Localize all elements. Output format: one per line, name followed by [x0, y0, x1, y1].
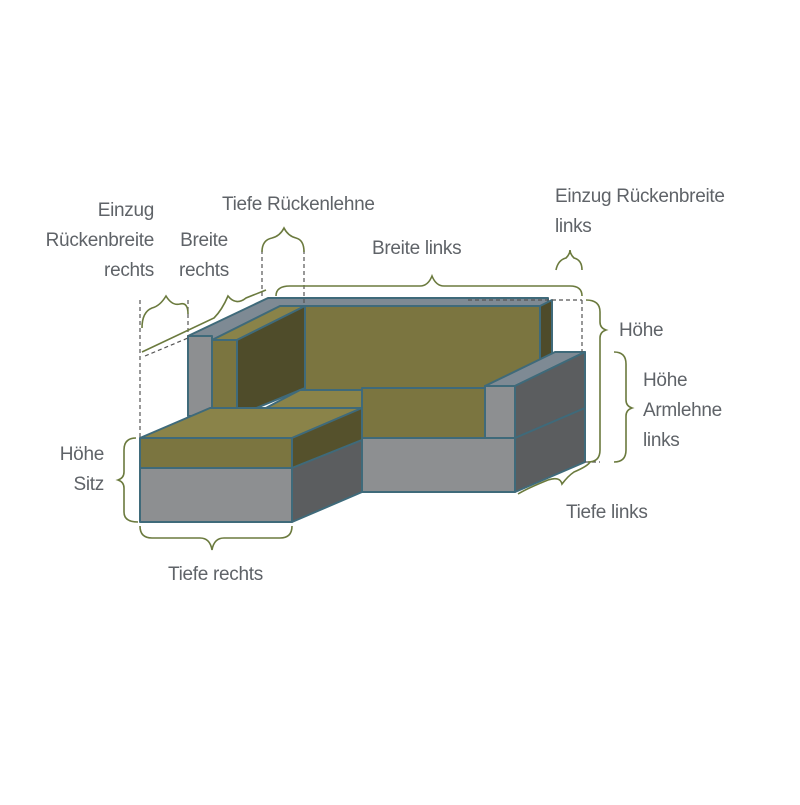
label-line: Sitz	[73, 474, 105, 495]
label-line: links	[643, 430, 680, 451]
label-breite-rechts: Breite rechts	[172, 226, 236, 286]
label-einzug-rueckenbreite-links: Einzug Rückenbreite links	[555, 182, 725, 242]
label-line: Einzug	[97, 200, 155, 221]
label-tiefe-rueckenlehne: Tiefe Rückenlehne	[222, 194, 375, 215]
label-tiefe-rechts: Tiefe rechts	[168, 564, 263, 585]
label-line: rechts	[104, 260, 154, 281]
label-line: Einzug Rückenbreite	[555, 186, 725, 207]
label-line: Armlehne	[643, 400, 722, 421]
label-line: Rückenbreite	[45, 230, 155, 251]
label-line: links	[555, 216, 592, 237]
back-cushion-right-side	[236, 305, 306, 417]
armrest-right-front	[187, 335, 213, 417]
seat-left-front	[361, 387, 486, 439]
label-hoehe-armlehne-links: Höhe Armlehne links	[643, 366, 722, 456]
base-right-front	[139, 467, 293, 523]
label-line: Höhe	[59, 444, 105, 465]
label-tiefe-links: Tiefe links	[566, 502, 648, 523]
base-right-side	[291, 439, 363, 523]
armrest-left-front	[484, 385, 516, 439]
label-hoehe: Höhe	[619, 320, 664, 341]
label-line: Breite	[180, 230, 228, 251]
label-line: rechts	[179, 260, 229, 281]
dimension-brackets	[115, 226, 635, 551]
label-einzug-rueckenbreite-rechts: Einzug Rückenbreite rechts	[40, 196, 155, 286]
seat-right-front	[139, 437, 293, 469]
label-line: Höhe	[643, 370, 688, 391]
back-cushion-right-front	[211, 339, 238, 417]
label-hoehe-sitz: Höhe Sitz	[40, 440, 105, 500]
label-breite-links: Breite links	[372, 238, 462, 259]
base-left-front	[361, 437, 516, 493]
